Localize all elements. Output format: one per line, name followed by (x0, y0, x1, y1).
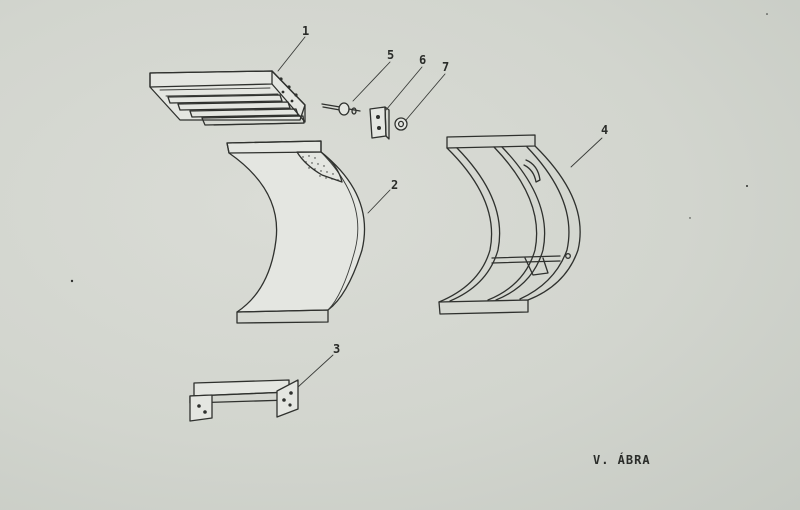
part-2-curved-panel (226, 140, 366, 324)
part-5-bolt (321, 102, 361, 116)
part-2-texture-dots (302, 155, 339, 181)
part-7-nut (394, 117, 408, 131)
callout-3: 3 (333, 342, 340, 356)
part-1-slatted-bracket (149, 70, 306, 126)
callout-7: 7 (442, 60, 449, 74)
callout-6: 6 (419, 53, 426, 67)
callout-leaders (277, 36, 603, 388)
part-3-base-bracket (189, 379, 299, 422)
part-6-plate (369, 106, 390, 140)
callout-5: 5 (387, 48, 394, 62)
callout-1: 1 (302, 24, 309, 38)
callout-4: 4 (601, 123, 608, 137)
paper-specks (70, 13, 768, 283)
part-4-curved-frame (438, 134, 581, 315)
callout-2: 2 (391, 178, 398, 192)
figure-caption: V. ÁBRA (593, 453, 651, 467)
